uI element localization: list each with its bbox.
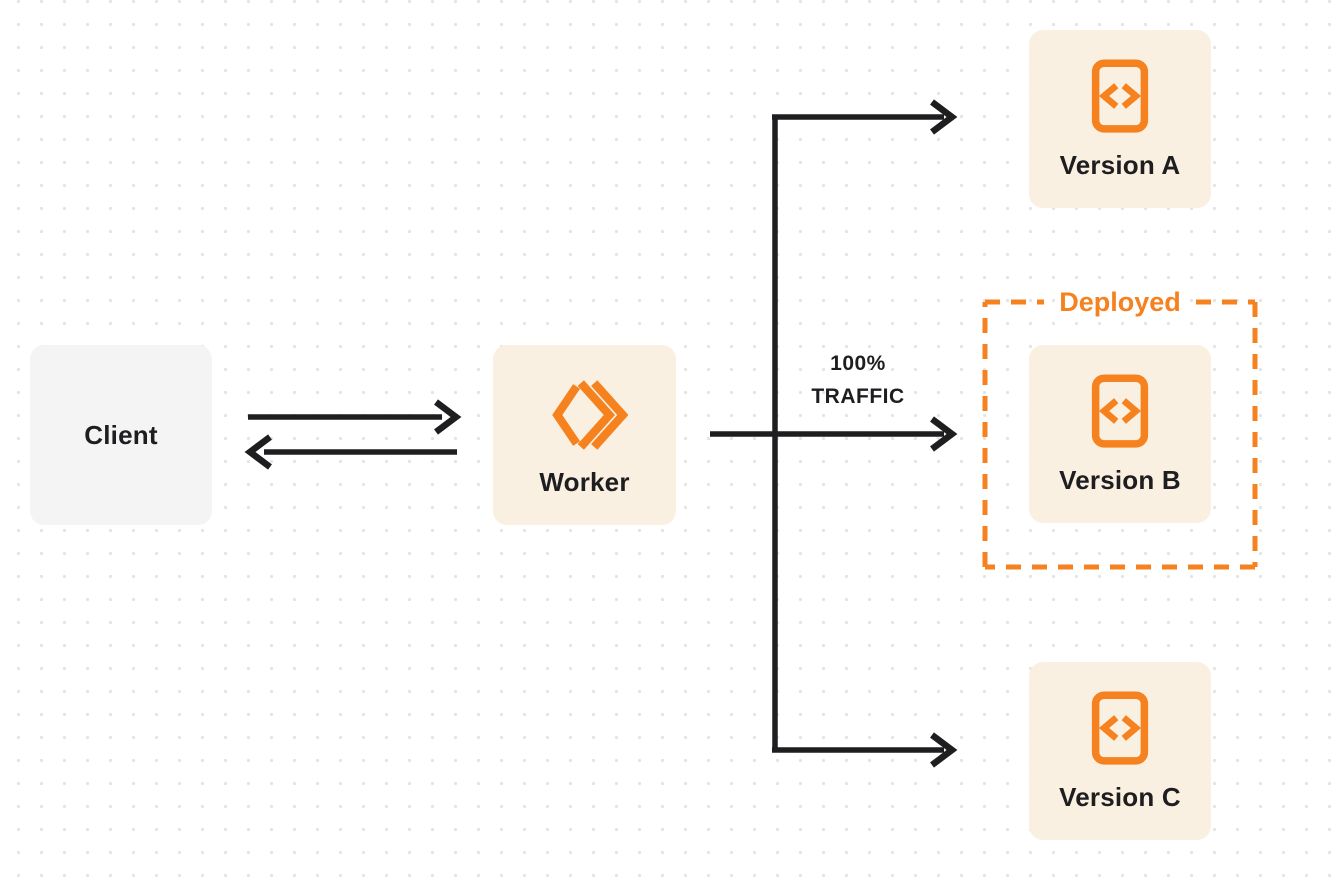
- version-c-label: Version C: [1059, 781, 1181, 812]
- traffic-label: 100% TRAFFIC: [778, 347, 938, 413]
- client-label: Client: [84, 419, 158, 450]
- worker-traffic-arrow: [710, 416, 958, 452]
- branch-arrow-version-a: [772, 99, 958, 135]
- workers-double-chevron-icon: [551, 379, 628, 450]
- client-node: Client: [30, 345, 212, 525]
- code-file-icon: [1091, 58, 1149, 133]
- version-a-label: Version A: [1059, 149, 1181, 180]
- deployed-label: Deployed: [1059, 287, 1181, 317]
- request-arrowhead-icon: [434, 399, 462, 435]
- version-c-arrowhead-icon: [930, 732, 958, 768]
- worker-label: Worker: [539, 466, 630, 497]
- client-worker-request-arrow: [248, 399, 462, 435]
- code-file-icon: [1091, 690, 1149, 765]
- version-c-node: Version C: [1029, 662, 1211, 840]
- response-arrowhead-icon: [244, 434, 272, 470]
- version-a-node: Version A: [1029, 30, 1211, 208]
- version-a-arrowhead-icon: [930, 99, 958, 135]
- deployed-dashed-border: [982, 299, 1258, 570]
- version-b-label: Version B: [1059, 464, 1181, 495]
- code-file-icon: [1091, 373, 1149, 448]
- traffic-percentage: 100%: [830, 352, 886, 375]
- worker-client-response-arrow: [244, 434, 457, 470]
- version-b-node: Version B: [1029, 345, 1211, 523]
- traffic-word: TRAFFIC: [811, 385, 905, 408]
- traffic-arrowhead-icon: [930, 416, 958, 452]
- worker-node: Worker: [493, 345, 676, 525]
- branch-arrow-version-c: [772, 732, 958, 768]
